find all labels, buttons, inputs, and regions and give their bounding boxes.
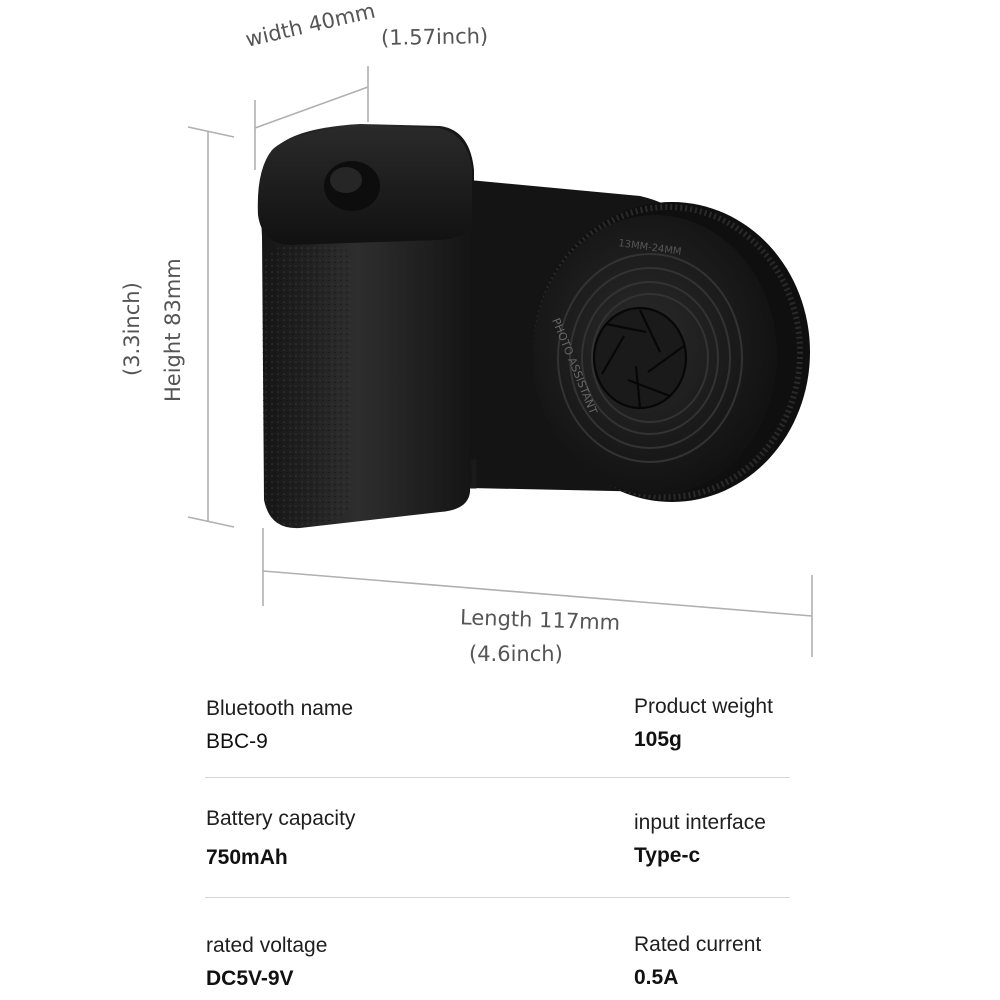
height-inch-label: (3.3inch) [120, 282, 144, 376]
lens-cap: 13MM-24MM PHOTO ASSISTANT [533, 202, 810, 502]
spec-label: input interface [634, 811, 766, 834]
spec-value: BBC-9 [206, 730, 268, 753]
spec-label: Product weight [634, 695, 773, 718]
length-dimension-line [262, 570, 813, 617]
spec-battery-capacity: Battery capacity 750mAh [206, 808, 355, 868]
spec-rated-current: Rated current 0.5A [634, 934, 761, 988]
spec-label: Battery capacity [206, 807, 356, 830]
lens-ridge-3 [581, 281, 719, 435]
height-tick-top [187, 126, 235, 138]
spec-value: Type-c [634, 844, 701, 867]
length-inch-label: (4.6inch) [469, 642, 563, 666]
spec-label: Rated current [634, 933, 762, 956]
spec-bluetooth-name: Bluetooth name BBC-9 [206, 698, 353, 752]
divider [205, 897, 790, 898]
lens-ridge-1 [557, 253, 743, 463]
spec-value: DC5V-9V [206, 967, 294, 990]
grip-leather [262, 245, 352, 527]
spec-label: rated voltage [206, 934, 328, 957]
spec-label: Bluetooth name [206, 697, 354, 720]
spec-rated-voltage: rated voltage DC5V-9V [206, 935, 327, 989]
width-dimension-line [254, 86, 369, 129]
length-dimension-label: Length 117mm [459, 605, 621, 635]
lens-ridge-4 [591, 293, 709, 423]
spec-input-interface: input interface Type-c [634, 812, 766, 866]
aperture-icon [592, 306, 688, 410]
spec-value: 105g [634, 728, 682, 751]
dimension-lines [187, 66, 813, 657]
divider [205, 777, 790, 778]
height-tick-bottom [187, 516, 235, 528]
spec-value: 0.5A [634, 966, 679, 989]
lens-ridge-2 [569, 267, 731, 449]
product-figure: 13MM-24MM PHOTO ASSISTANT [187, 66, 813, 657]
spec-product-weight: Product weight 105g [634, 696, 773, 750]
height-dimension-label: Height 83mm [161, 258, 185, 402]
spec-value: 750mAh [206, 846, 288, 869]
width-inch-label: (1.57inch) [380, 24, 489, 50]
shutter-button-highlight [330, 167, 362, 193]
